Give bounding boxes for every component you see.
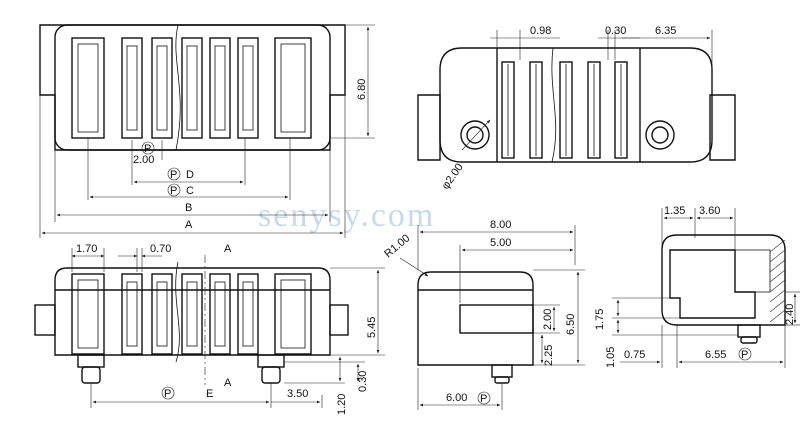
bottom-left-outline [54, 267, 331, 356]
svg-text:P: P [170, 185, 177, 197]
dim-3-60: 3.60 [699, 205, 720, 217]
dim-5-00: 5.00 [490, 237, 511, 249]
section-view: 1.35 3.60 1.75 1.05 0.75 6.55 P 2.40 [594, 205, 800, 368]
dim-3-50: 3.50 [287, 388, 308, 400]
dim-1-70: 1.70 [76, 243, 97, 255]
dim-d: D [186, 169, 194, 181]
mounting-hole-right [645, 120, 675, 150]
contact-slots [71, 37, 312, 139]
dim-2-40: 2.40 [784, 304, 796, 325]
dim-5-45: 5.45 [366, 317, 378, 338]
svg-text:P: P [741, 349, 748, 361]
pitch-2-00: 2.00 [133, 154, 154, 166]
bottom-left-view: A A 1.70 0.70 5.45 0.30 1.20 P E 3.50 [34, 243, 385, 415]
dim-6-35: 6.35 [655, 25, 676, 37]
pitch-p-label: P [144, 143, 151, 155]
section-a-bottom: A [224, 377, 232, 389]
dim-e: E [206, 388, 213, 400]
dim-1-20: 1.20 [336, 394, 348, 415]
dim-c: C [186, 185, 194, 197]
dim-0-75: 0.75 [624, 349, 645, 361]
top-right-view: φ2.00 0.98 0.30 6.35 [417, 25, 736, 192]
side-view-outline [417, 271, 534, 366]
top-right-outline [439, 47, 713, 163]
section-outline [661, 234, 786, 326]
break-line [175, 24, 181, 151]
dim-0-30: 0.30 [357, 371, 369, 392]
dim-8-00: 8.00 [490, 219, 511, 231]
side-view: R1.00 8.00 5.00 6.50 2.00 2.25 6.00 P [382, 219, 585, 410]
dim-6-50: 6.50 [565, 314, 577, 335]
section-hatch [769, 239, 786, 323]
hole-diameter: φ2.00 [440, 161, 466, 191]
dim-2-00: 2.00 [542, 309, 554, 330]
section-a-top: A [224, 243, 232, 255]
dim-0-98: 0.98 [530, 25, 551, 37]
dim-a: A [185, 219, 193, 231]
svg-text:P: P [170, 169, 177, 181]
svg-text:P: P [164, 388, 171, 400]
dim-b: B [185, 202, 192, 214]
dim-0-70: 0.70 [150, 243, 171, 255]
dim-6-80: 6.80 [356, 79, 368, 100]
watermark-text: senysy.com [258, 197, 435, 234]
dim-6-00: 6.00 [446, 392, 467, 404]
dim-2-25: 2.25 [543, 345, 555, 366]
radius-r1-00: R1.00 [382, 232, 412, 260]
top-left-view: 6.80 P 2.00 P D P C B A [39, 24, 375, 238]
mounting-hole-left [460, 120, 490, 150]
dim-6-55: 6.55 [705, 349, 726, 361]
svg-text:P: P [480, 393, 487, 405]
dim-1-05: 1.05 [605, 347, 617, 368]
dim-1-35: 1.35 [664, 205, 685, 217]
dim-1-75: 1.75 [594, 309, 606, 330]
dim-0-30: 0.30 [605, 25, 626, 37]
